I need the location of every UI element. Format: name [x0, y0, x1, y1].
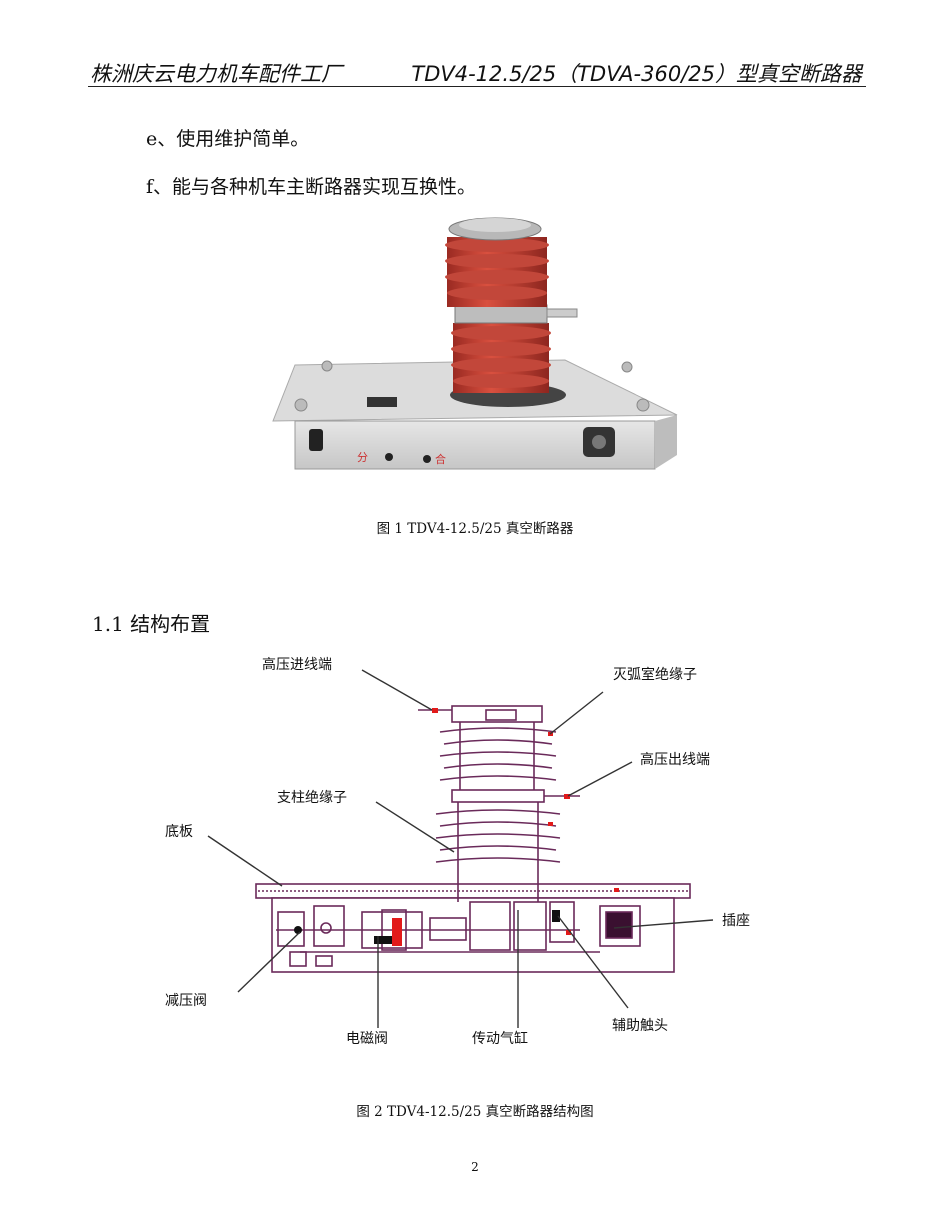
- label-post-insulator: 支柱绝缘子: [277, 790, 347, 806]
- figure1-photo: 分 合: [272, 217, 678, 470]
- figure1-caption: 图 1 TDV4-12.5/25 真空断路器: [376, 521, 574, 537]
- section-heading: 1.1 结构布置: [92, 612, 211, 636]
- label-socket: 插座: [722, 913, 750, 929]
- label-pressure-valve: 减压阀: [165, 993, 207, 1009]
- header-doc-title: TDV4-12.5/25（TDVA-360/25）型真空断路器: [411, 62, 862, 86]
- page-number: 2: [471, 1160, 479, 1174]
- list-item-e: e、使用维护简单。: [146, 128, 310, 150]
- label-aux-contact: 辅助触头: [612, 1018, 668, 1034]
- panel-label-open: 分: [357, 451, 368, 464]
- label-hv-out: 高压出线端: [640, 752, 710, 768]
- label-cylinder: 传动气缸: [472, 1031, 528, 1047]
- list-item-f: f、能与各种机车主断路器实现互换性。: [146, 176, 477, 198]
- label-arc-insulator: 灭弧室绝缘子: [613, 667, 697, 683]
- panel-label-close: 合: [435, 452, 446, 466]
- figure2-diagram: [207, 669, 714, 1028]
- header-company: 株洲庆云电力机车配件工厂: [90, 62, 342, 86]
- figure2-caption: 图 2 TDV4-12.5/25 真空断路器结构图: [356, 1104, 594, 1120]
- label-solenoid-valve: 电磁阀: [346, 1031, 388, 1047]
- label-base-plate: 底板: [165, 824, 193, 840]
- label-hv-in: 高压进线端: [262, 657, 332, 673]
- header-rule: [88, 86, 866, 87]
